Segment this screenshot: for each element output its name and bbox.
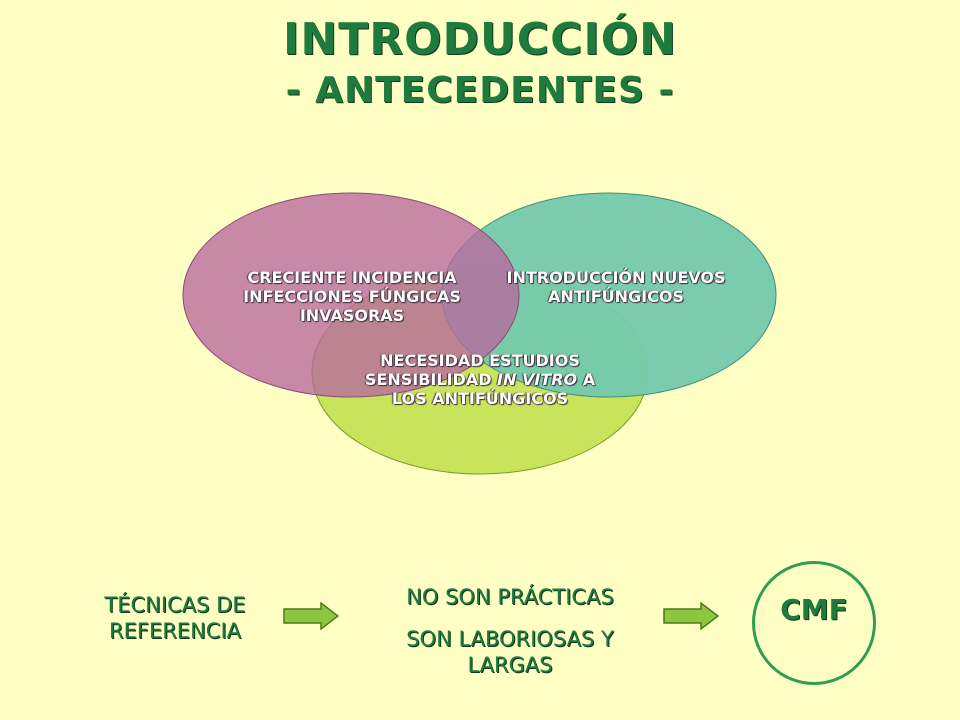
no-son-practicas: NO SON PRÁCTICAS — [406, 585, 614, 609]
label-line: SENSIBILIDAD IN VITRO A — [330, 370, 630, 389]
arrow-right-icon — [663, 602, 719, 630]
label-line: INFECCIONES FÚNGICAS — [243, 287, 461, 306]
label-sensibilidad: NECESIDAD ESTUDIOS SENSIBILIDAD IN VITRO… — [330, 351, 630, 408]
text-line: REFERENCIA — [109, 619, 241, 643]
label-part: SENSIBILIDAD — [364, 370, 498, 389]
label-line: NECESIDAD ESTUDIOS — [380, 351, 580, 370]
label-line: INVASORAS — [299, 306, 405, 325]
text-line: TÉCNICAS DE — [104, 593, 246, 617]
label-incidencia: CRECIENTE INCIDENCIA INFECCIONES FÚNGICA… — [222, 268, 482, 325]
page-title: INTRODUCCIÓN — [283, 14, 677, 65]
cmf-circle — [752, 561, 876, 685]
label-line: CRECIENTE INCIDENCIA — [247, 268, 457, 287]
text-line: LARGAS — [467, 653, 553, 677]
label-line: INTRODUCCIÓN NUEVOS — [506, 268, 726, 287]
label-antifungicos: INTRODUCCIÓN NUEVOS ANTIFÚNGICOS — [486, 268, 746, 306]
text-line: SON LABORIOSAS Y — [406, 627, 614, 651]
label-italic: IN VITRO — [497, 370, 578, 389]
tecnicas-referencia: TÉCNICAS DE REFERENCIA — [70, 592, 280, 644]
label-line: LOS ANTIFÚNGICOS — [391, 389, 569, 408]
circle-incidencia — [182, 192, 520, 398]
son-laboriosas: SON LABORIOSAS Y LARGAS — [360, 626, 660, 678]
arrow-right-icon — [283, 602, 339, 630]
page-subtitle: - ANTECEDENTES - — [285, 70, 675, 111]
label-part: A — [577, 370, 596, 389]
label-line: ANTIFÚNGICOS — [548, 287, 684, 306]
cmf-label: CMF — [780, 593, 848, 626]
